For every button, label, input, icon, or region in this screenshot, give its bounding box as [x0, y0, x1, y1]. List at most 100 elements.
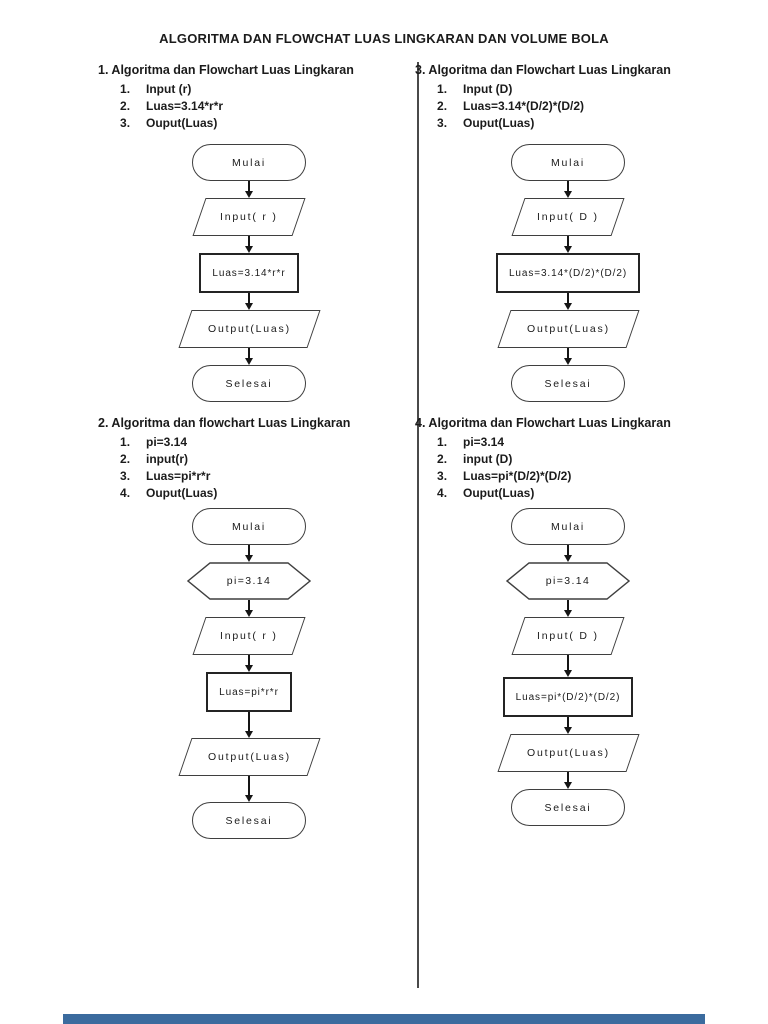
step-item: Luas=3.14*r*r — [120, 98, 400, 115]
node-label: Mulai — [231, 156, 267, 169]
step-text: pi=3.14 — [146, 435, 188, 449]
page-title: ALGORITMA DAN FLOWCHAT LUAS LINGKARAN DA… — [159, 31, 609, 46]
down-arrow — [245, 236, 253, 253]
step-text: Ouput(Luas) — [463, 486, 535, 500]
step-item: Luas=pi*(D/2)*(D/2) — [437, 468, 721, 485]
down-arrow — [564, 772, 572, 789]
node-label: Input( r ) — [220, 630, 278, 642]
node-label: Mulai — [231, 520, 267, 533]
arrow-stem — [567, 545, 569, 556]
section-3: 3. Algoritma dan Flowchart Luas Lingkara… — [415, 62, 721, 402]
node-label: Output(Luas) — [207, 323, 291, 335]
step-item: input(r) — [120, 451, 400, 468]
step-text: Luas=3.14*(D/2)*(D/2) — [463, 99, 585, 113]
section-1: 1. Algoritma dan Flowchart Luas Lingkara… — [98, 62, 400, 402]
down-arrow — [564, 600, 572, 617]
down-arrow — [245, 348, 253, 365]
step-text: Luas=pi*r*r — [146, 469, 211, 483]
step-item: Ouput(Luas) — [437, 485, 721, 502]
start-terminator: Mulai — [192, 508, 306, 545]
section-4-heading: 4. Algoritma dan Flowchart Luas Lingkara… — [415, 416, 671, 430]
arrow-stem — [248, 712, 250, 732]
hexagon-shape — [187, 562, 311, 600]
arrow-stem — [567, 655, 569, 671]
step-item: Luas=pi*r*r — [120, 468, 400, 485]
arrow-head — [245, 246, 253, 253]
input-parallelogram: Input( r ) — [192, 198, 306, 236]
down-arrow — [564, 545, 572, 562]
step-item: input (D) — [437, 451, 721, 468]
output-parallelogram: Output(Luas) — [178, 310, 320, 348]
node-label: pi=3.14 — [545, 575, 591, 587]
preparation-hexagon: pi=3.14 — [506, 562, 630, 600]
footer-bar — [63, 1014, 705, 1024]
step-item: Ouput(Luas) — [120, 115, 400, 132]
arrow-head — [564, 670, 572, 677]
process-rectangle: Luas=3.14*r*r — [199, 253, 299, 293]
arrow-head — [245, 358, 253, 365]
arrow-stem — [248, 236, 250, 247]
node-label: Selesai — [225, 814, 273, 827]
arrow-head — [564, 555, 572, 562]
start-terminator: Mulai — [511, 508, 625, 545]
right-column: 3. Algoritma dan Flowchart Luas Lingkara… — [415, 62, 721, 826]
input-parallelogram: Input( D ) — [511, 617, 625, 655]
step-item: Input (r) — [120, 81, 400, 98]
process-rectangle: Luas=pi*r*r — [206, 672, 292, 712]
node-label: Mulai — [550, 156, 586, 169]
arrow-head — [564, 358, 572, 365]
step-item: pi=3.14 — [437, 434, 721, 451]
arrow-stem — [567, 600, 569, 611]
down-arrow — [564, 717, 572, 734]
step-text: Ouput(Luas) — [146, 486, 218, 500]
down-arrow — [564, 293, 572, 310]
down-arrow — [245, 181, 253, 198]
step-text: Input (r) — [146, 82, 192, 96]
node-label: Luas=3.14*(D/2)*(D/2) — [508, 267, 628, 279]
down-arrow — [564, 236, 572, 253]
down-arrow — [245, 712, 253, 738]
node-label: Output(Luas) — [526, 747, 610, 759]
flowchart-1: Mulai Input( r ) Luas=3.14*r*r Output(Lu… — [98, 144, 400, 402]
arrow-head — [564, 303, 572, 310]
input-parallelogram: Input( r ) — [192, 617, 306, 655]
end-terminator: Selesai — [192, 365, 306, 402]
node-label: Luas=pi*r*r — [219, 686, 279, 698]
node-label: Luas=3.14*r*r — [212, 267, 286, 279]
arrow-head — [564, 191, 572, 198]
arrow-head — [245, 665, 253, 672]
step-item: Input (D) — [437, 81, 721, 98]
down-arrow — [564, 181, 572, 198]
step-text: input(r) — [146, 452, 188, 466]
arrow-stem — [567, 772, 569, 783]
end-terminator: Selesai — [511, 365, 625, 402]
node-label: Input( D ) — [537, 630, 599, 642]
section-3-heading: 3. Algoritma dan Flowchart Luas Lingkara… — [415, 63, 671, 77]
node-label: Output(Luas) — [526, 323, 610, 335]
step-item: Luas=3.14*(D/2)*(D/2) — [437, 98, 721, 115]
arrow-stem — [567, 717, 569, 728]
node-label: Luas=pi*(D/2)*(D/2) — [515, 691, 621, 703]
down-arrow — [245, 545, 253, 562]
down-arrow — [564, 348, 572, 365]
step-text: input (D) — [463, 452, 513, 466]
algorithm-steps-3: Input (D) Luas=3.14*(D/2)*(D/2) Ouput(Lu… — [415, 81, 721, 132]
arrow-head — [245, 610, 253, 617]
node-label: Selesai — [225, 377, 273, 390]
node-label: Input( r ) — [220, 211, 278, 223]
arrow-stem — [567, 348, 569, 359]
arrow-head — [245, 303, 253, 310]
down-arrow — [245, 776, 253, 802]
arrow-stem — [248, 293, 250, 304]
down-arrow — [245, 600, 253, 617]
down-arrow — [564, 655, 572, 677]
arrow-head — [564, 610, 572, 617]
step-text: Luas=pi*(D/2)*(D/2) — [463, 469, 572, 483]
step-text: pi=3.14 — [463, 435, 505, 449]
step-text: Input (D) — [463, 82, 513, 96]
section-1-heading: 1. Algoritma dan Flowchart Luas Lingkara… — [98, 63, 354, 77]
node-label: Selesai — [544, 801, 592, 814]
arrow-head — [564, 782, 572, 789]
arrow-head — [245, 191, 253, 198]
